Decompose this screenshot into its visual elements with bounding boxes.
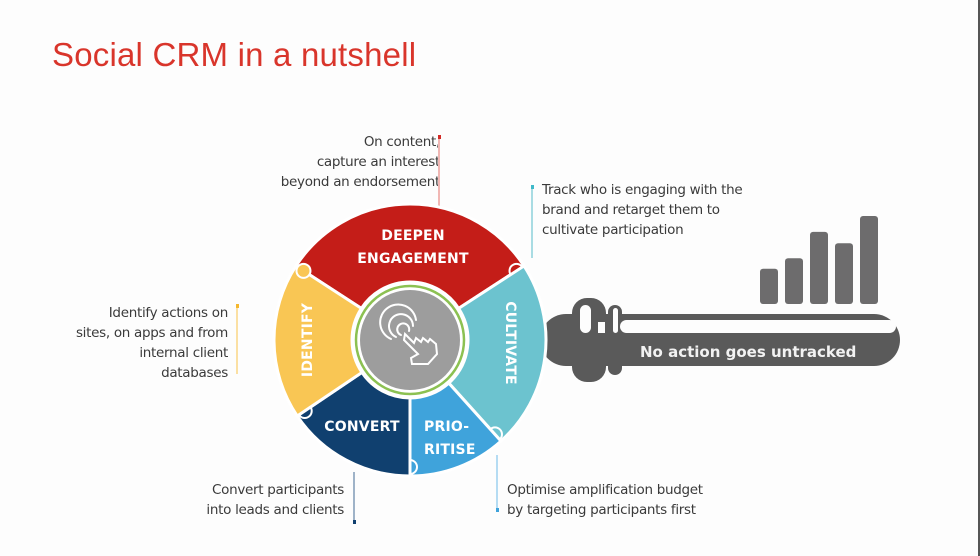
key-slot-square	[598, 322, 605, 333]
touch-tap-icon	[379, 303, 439, 365]
note-line: Identify actions on	[108, 305, 229, 321]
slide-title: Social CRM in a nutshell	[52, 36, 417, 73]
note-line: by targeting participants first	[507, 502, 696, 518]
segment-label-convert: CONVERT	[324, 419, 400, 435]
note-deepen-engagement: On content, capture an interest beyond a…	[180, 132, 441, 192]
hub	[352, 282, 468, 398]
key-head-ridge	[608, 305, 622, 375]
bar-3	[810, 231, 828, 304]
connector-dot-prioritise	[496, 508, 499, 512]
connector-dot-deepen	[438, 135, 441, 139]
segment-label-deepen-line1: DEEPEN	[381, 228, 445, 244]
note-prioritise: Optimise amplification budget by targeti…	[507, 480, 807, 520]
hub-ring	[354, 284, 466, 396]
key-slot-oval	[580, 305, 591, 333]
note-line: Optimise amplification budget	[507, 482, 703, 498]
segment-label-prioritise-line1: PRIO-	[424, 419, 469, 435]
connector-identify	[236, 304, 238, 374]
connector-cultivate	[531, 186, 533, 258]
connector-dot-convert	[353, 520, 356, 524]
note-line: capture an interest	[316, 154, 440, 170]
connector-dot-cultivate	[531, 185, 534, 189]
bar-4	[835, 243, 853, 304]
note-line: internal client	[139, 345, 228, 361]
note-line: Track who is engaging with the	[542, 182, 743, 198]
note-convert: Convert participants into leads and clie…	[144, 480, 344, 520]
note-line: brand and retarget them to	[542, 202, 720, 218]
bar-1	[760, 268, 778, 304]
key-label: No action goes untracked	[640, 343, 856, 361]
key-slot-long	[620, 320, 896, 333]
segment-label-deepen-line2: ENGAGEMENT	[357, 251, 469, 267]
key-slot-pin	[613, 308, 618, 333]
note-line: databases	[161, 365, 228, 381]
note-line: On content,	[363, 134, 440, 150]
connector-dot-identify	[236, 304, 239, 308]
bar-chart-icon	[760, 216, 878, 304]
segment-label-identify: IDENTIFY	[300, 302, 316, 377]
note-line: beyond an endorsement	[280, 174, 441, 190]
puzzle-knob	[295, 262, 312, 279]
connector-convert	[353, 472, 355, 522]
bar-5	[860, 216, 878, 304]
note-identify: Identify actions on sites, on apps and f…	[28, 303, 228, 383]
note-line: sites, on apps and from	[75, 325, 228, 341]
note-line: Convert participants	[211, 482, 344, 498]
wheel	[272, 202, 548, 478]
note-line: into leads and clients	[206, 502, 344, 518]
key-graphic: No action goes untracked	[540, 216, 900, 382]
bar-2	[785, 258, 803, 304]
slide-right-border	[978, 0, 980, 556]
segment-label-cultivate: CULTIVATE	[502, 301, 518, 385]
connector-deepen	[438, 137, 440, 209]
segment-label-prioritise-line2: RITISE	[424, 442, 476, 458]
note-line: cultivate participation	[542, 222, 684, 238]
note-cultivate: Track who is engaging with the brand and…	[542, 180, 842, 240]
connector-prioritise	[496, 455, 498, 510]
